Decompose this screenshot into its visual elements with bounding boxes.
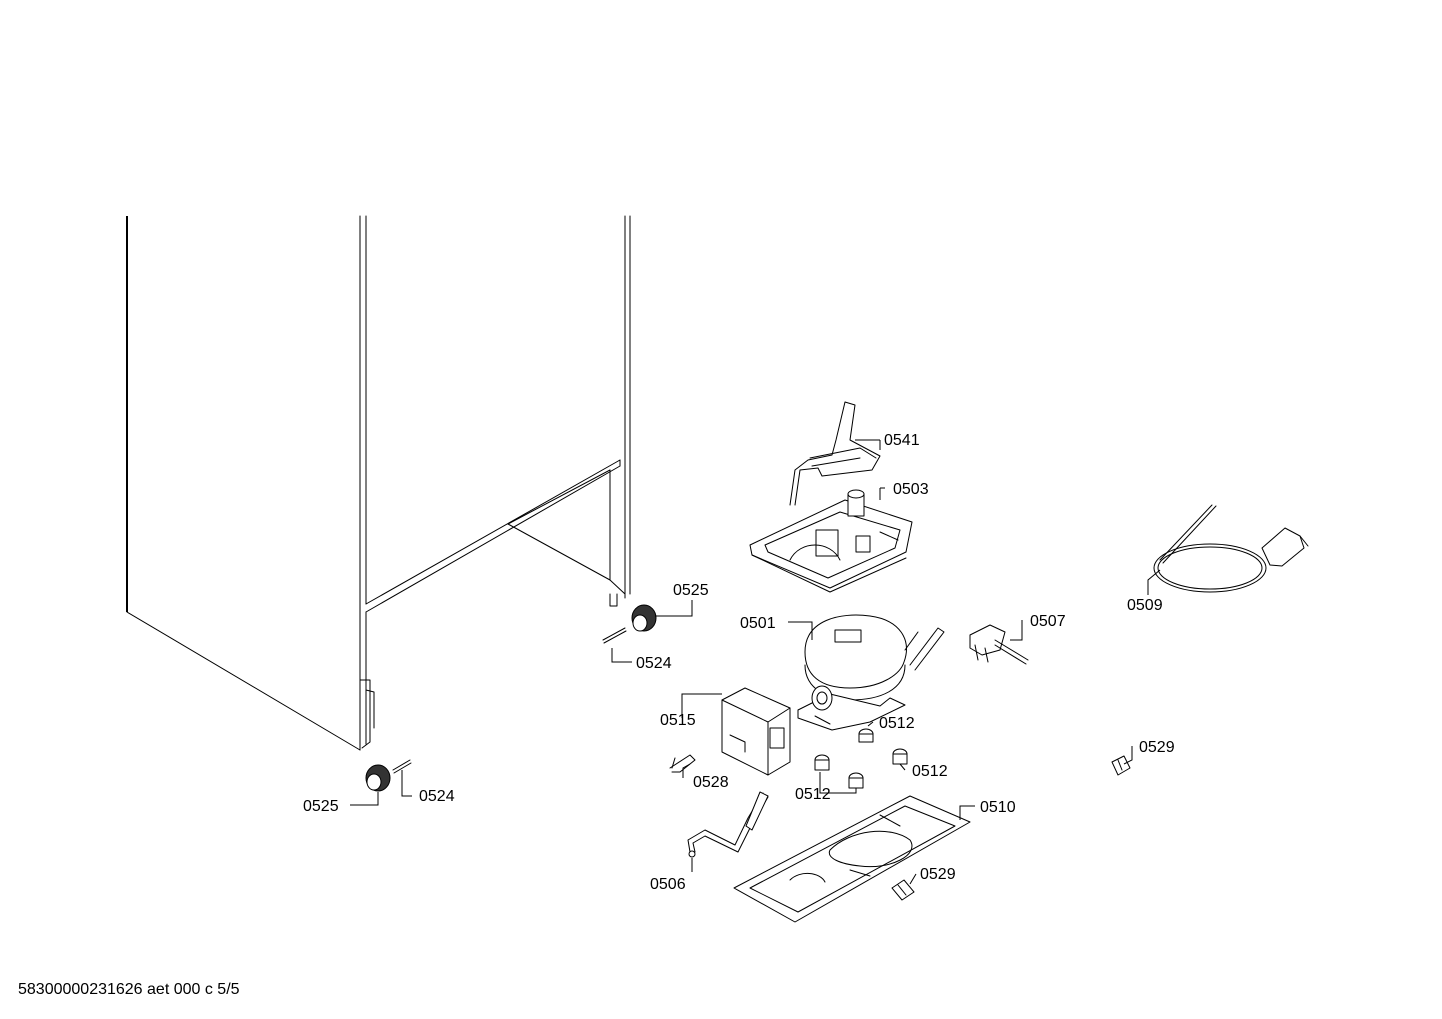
label-0525-upper: 0525 <box>673 582 709 599</box>
label-0529-right: 0529 <box>1139 739 1175 756</box>
label-0501: 0501 <box>740 615 776 632</box>
label-0541: 0541 <box>884 432 920 449</box>
drawing-reference-footer: 58300000231626 aet 000 c 5/5 <box>18 981 240 998</box>
label-0506: 0506 <box>650 876 686 893</box>
label-0529-lower: 0529 <box>920 866 956 883</box>
label-0524-upper: 0524 <box>636 655 672 672</box>
part-0512-grommets <box>814 728 908 789</box>
label-0512-a: 0512 <box>879 715 915 732</box>
cabinet-housing <box>126 215 631 751</box>
label-0509: 0509 <box>1127 597 1163 614</box>
label-0510: 0510 <box>980 799 1016 816</box>
part-0501-compressor <box>797 614 945 731</box>
part-0507-starter <box>969 624 1029 665</box>
part-0529-clip-lower <box>891 879 915 901</box>
part-0525-lower-castor <box>365 764 391 792</box>
part-0510-base-plate <box>733 795 971 923</box>
label-0512-b: 0512 <box>912 763 948 780</box>
label-0515: 0515 <box>660 712 696 729</box>
part-0503-housing-tray <box>749 489 913 593</box>
part-0524-lower-pin <box>392 759 412 774</box>
part-0525-upper-castor <box>631 604 657 632</box>
part-0515-module <box>721 687 791 776</box>
label-0507: 0507 <box>1030 613 1066 630</box>
label-0512-c: 0512 <box>795 786 831 803</box>
part-0509-power-cord <box>1153 504 1309 593</box>
part-0529-clip-right <box>1111 755 1131 776</box>
label-0503: 0503 <box>893 481 929 498</box>
part-0524-upper-pin <box>602 627 627 644</box>
part-0506-sensor-tube <box>687 791 769 858</box>
label-0525-lower: 0525 <box>303 798 339 815</box>
leader-lines <box>350 439 1161 885</box>
label-0524-lower: 0524 <box>419 788 455 805</box>
part-labels: 0541 0503 0525 0524 0501 0507 0509 0515 … <box>303 432 1175 893</box>
label-0528: 0528 <box>693 774 729 791</box>
part-0541-heater-wire <box>789 401 881 506</box>
part-0528-clip <box>669 754 696 773</box>
